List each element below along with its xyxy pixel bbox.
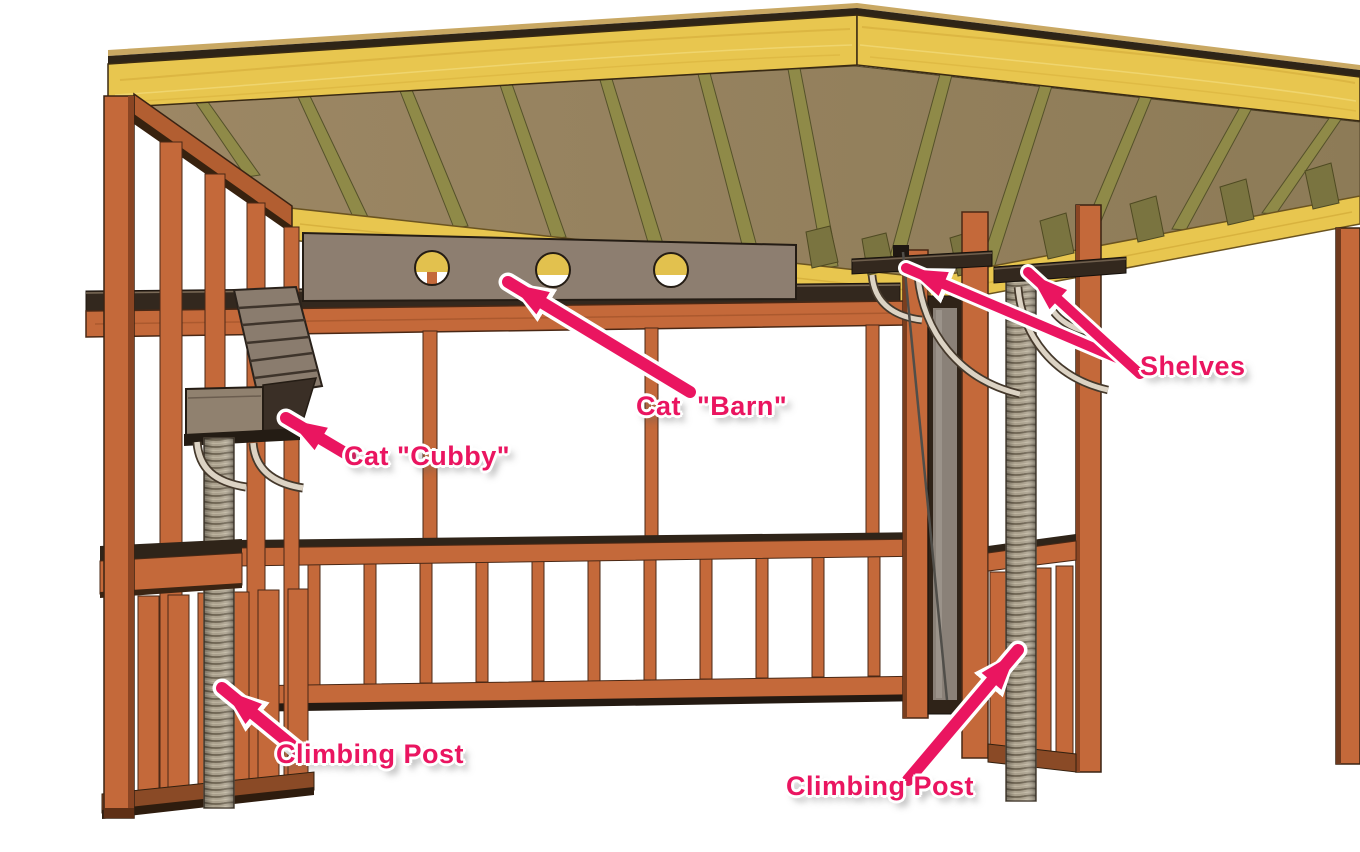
rafter-tail (805, 225, 839, 269)
right-post (1075, 204, 1102, 773)
rafter-tail (1039, 212, 1075, 260)
back-railing (237, 532, 931, 712)
arrow-cat-cubby (276, 408, 360, 466)
corner-post (103, 95, 135, 819)
fascia-left (107, 14, 858, 109)
curved-bracket (250, 442, 304, 491)
cat-stairs (232, 285, 324, 398)
arrow-shelf-left (898, 260, 1144, 374)
rafters (195, 67, 1343, 273)
cat-barn-graphic (302, 231, 797, 303)
baluster (643, 557, 657, 681)
barn-hole (414, 250, 450, 286)
label-cat-barn: Cat "Barn" (636, 391, 788, 421)
rafter-tail (1129, 195, 1165, 243)
bench-shelf (99, 539, 243, 598)
arrow-climbing-post-left (212, 678, 310, 762)
door-cable (893, 245, 949, 701)
baluster (167, 594, 190, 791)
roof-deck-edge (108, 3, 1360, 77)
baluster (699, 556, 713, 680)
top-rail (237, 532, 931, 567)
baluster (587, 558, 601, 682)
baluster (1055, 565, 1074, 755)
rafter-tail (1304, 162, 1340, 210)
label-climbing-post-left: Climbing Post (276, 739, 464, 769)
cubby-brackets (192, 441, 304, 493)
bottom-rail (237, 675, 931, 712)
baluster (531, 558, 545, 682)
cat-cubby-graphic (184, 377, 318, 446)
baluster (811, 554, 825, 678)
far-right-post (1335, 227, 1360, 765)
balusters (251, 553, 881, 687)
baluster (363, 561, 377, 685)
baluster (475, 559, 489, 683)
wall-stud (865, 324, 880, 538)
curved-bracket (1015, 286, 1109, 393)
left-wall (99, 92, 324, 819)
right-side (851, 204, 1360, 802)
rafter-tail (1219, 178, 1255, 226)
baluster (419, 560, 433, 684)
climbing-post-left-graphic (203, 437, 235, 809)
fascia-right (856, 14, 1360, 122)
wall-stud (422, 330, 438, 544)
barn-hole (653, 252, 689, 288)
arrow-shelf-right (1020, 264, 1148, 382)
arrow-climbing-post-right (898, 640, 1028, 790)
label-shelves: Shelves (1140, 351, 1246, 381)
label-cat-cubby: Cat "Cubby" (344, 441, 511, 471)
baluster (307, 562, 321, 686)
curved-bracket (194, 441, 247, 490)
label-climbing-post-right: Climbing Post (786, 771, 974, 801)
baluster (755, 555, 769, 679)
curved-bracket (869, 274, 923, 323)
climbing-post-right-graphic (1005, 280, 1037, 802)
annotation-arrows (212, 260, 1148, 790)
baluster (137, 595, 160, 794)
arrow-cat-barn (498, 272, 700, 402)
baluster (867, 553, 881, 677)
shelf-left (851, 250, 993, 275)
